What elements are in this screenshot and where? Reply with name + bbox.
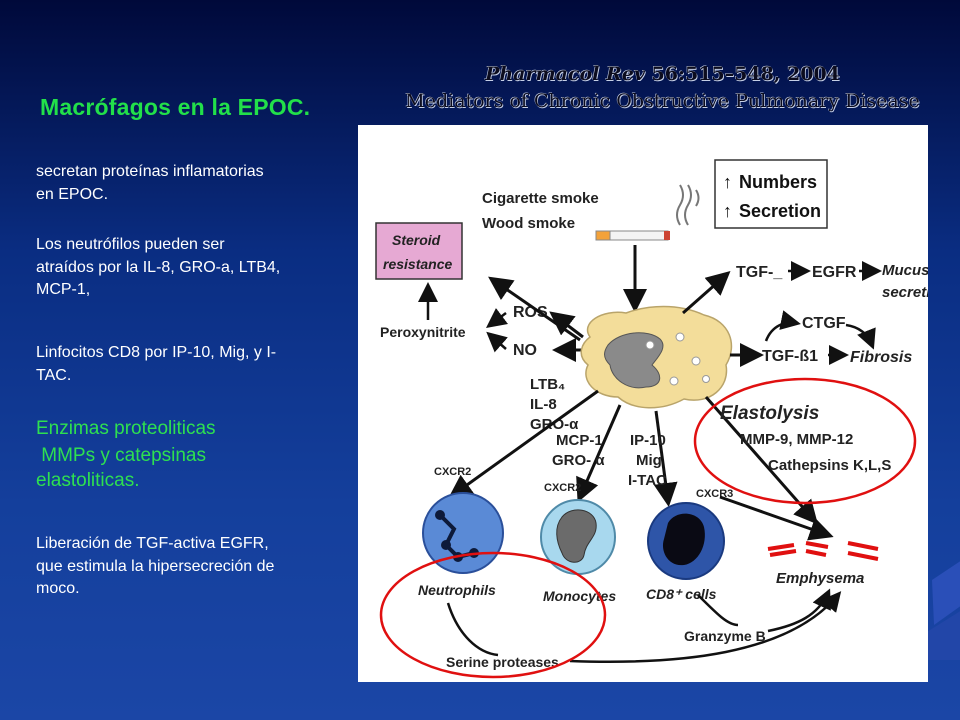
cxcr2-neutrophil-label: CXCR2 (434, 466, 471, 478)
cathepsins-label: Cathepsins K,L,S (768, 457, 891, 474)
text-line: atraídos por la IL-8, GRO-a, LTB4, (36, 258, 281, 276)
fibrosis-label: Fibrosis (850, 349, 912, 366)
cxcr2-monocyte-label: CXCR2 (544, 482, 581, 494)
monocytes-label: Monocytes (543, 588, 616, 604)
gro-alpha2-label: GRO- α (552, 452, 605, 469)
citation-article-title: Mediators of Chronic Obstructive Pulmona… (405, 90, 920, 112)
enzymes-heading: Enzimas proteoliticas (36, 418, 216, 439)
up-arrow-icon: ↑ (723, 201, 732, 221)
text-line: Liberación de TGF-activa EGFR, (36, 535, 269, 552)
copd-mediators-figure: Cigarette smoke Wood smoke ↑ Numbers ↑ S… (358, 125, 928, 682)
ltb4-label: LTB₄ (530, 376, 565, 393)
paragraph-secretion: secretan proteínas inflamatorias en EPOC… (36, 161, 366, 206)
mcp1-label: MCP-1 (556, 432, 603, 449)
ros-label: ROS (513, 304, 548, 321)
legend-box: ↑ Numbers ↑ Secretion (714, 159, 828, 229)
monocyte-cell (540, 499, 616, 575)
macrophage-cell (580, 305, 733, 409)
text-line: elastoliticas. (36, 470, 140, 491)
egfr-label: EGFR (812, 264, 857, 281)
red-annotation-scribble (767, 541, 879, 561)
cd8-cell (647, 502, 725, 580)
slide-title: Macrófagos en la EPOC. (40, 94, 311, 120)
text-line: que estimula la hipersecreción de (36, 557, 275, 575)
steroid-label: Steroid (392, 232, 441, 248)
gro-alpha-label: GRO-α (530, 416, 579, 433)
text-line: TAC. (36, 366, 72, 384)
citation-journal: Pharmacol Rev (485, 63, 645, 85)
neutrophils-label: Neutrophils (418, 582, 496, 598)
text-line: secretan proteínas inflamatorias (36, 163, 264, 180)
il8-label: IL-8 (530, 396, 557, 413)
itac-label: I-TAC (628, 472, 667, 489)
steroid-resistance-box (375, 222, 463, 280)
tgf-minus-label: TGF-_ (736, 264, 783, 281)
text-line: Linfocitos CD8 por IP-10, Mig, y I- (36, 344, 277, 361)
no-label: NO (513, 342, 537, 359)
paragraph-cd8: Linfocitos CD8 por IP-10, Mig, y I- TAC. (36, 342, 366, 387)
up-arrow-icon: ↑ (723, 172, 732, 192)
citation-volume: 56:515–548, 2004 (644, 63, 840, 85)
citation-reference: Pharmacol Rev 56:515–548, 2004 (380, 63, 945, 85)
wood-smoke-label: Wood smoke (482, 215, 575, 232)
legend-secretion: Secretion (739, 201, 821, 221)
secretion-label: secretion (882, 284, 928, 301)
enzymes-body: MMPs y catepsinas elastoliticas. (36, 443, 366, 493)
elastolysis-highlight-circle (693, 377, 917, 505)
paragraph-neutrophils: Los neutrófilos pueden ser atraídos por … (36, 234, 366, 302)
elastolysis-label: Elastolysis (720, 403, 819, 424)
text-line: MCP-1, (36, 281, 91, 298)
ctgf-label: CTGF (802, 315, 846, 332)
serine-proteases-label: Serine proteases (446, 654, 559, 670)
text-line: moco. (36, 580, 80, 597)
mmp-label: MMP-9, MMP-12 (740, 431, 853, 448)
paragraph-tgf: Liberación de TGF-activa EGFR, que estim… (36, 533, 366, 601)
cigarette-icon (595, 184, 700, 241)
mucus-label: Mucus (882, 262, 928, 279)
ip10-label: IP-10 (630, 432, 666, 449)
resistance-label: resistance (383, 256, 452, 272)
cd8-cells-label: CD8⁺ cells (646, 586, 717, 602)
text-line: Los neutrófilos pueden ser (36, 236, 225, 253)
text-line: MMPs y catepsinas (36, 445, 206, 466)
decorative-arrow-icon (922, 561, 960, 660)
mig-label: Mig (636, 452, 662, 469)
peroxynitrite-label: Peroxynitrite (380, 324, 466, 340)
text-line: en EPOC. (36, 185, 109, 203)
emphysema-label: Emphysema (776, 570, 864, 587)
neutrophil-highlight-circle (379, 551, 607, 679)
granzyme-label: Granzyme B (684, 628, 766, 644)
cigarette-smoke-label: Cigarette smoke (482, 190, 599, 207)
legend-numbers: Numbers (739, 172, 817, 192)
tgf-beta1-label: TGF-ß1 (762, 348, 818, 365)
